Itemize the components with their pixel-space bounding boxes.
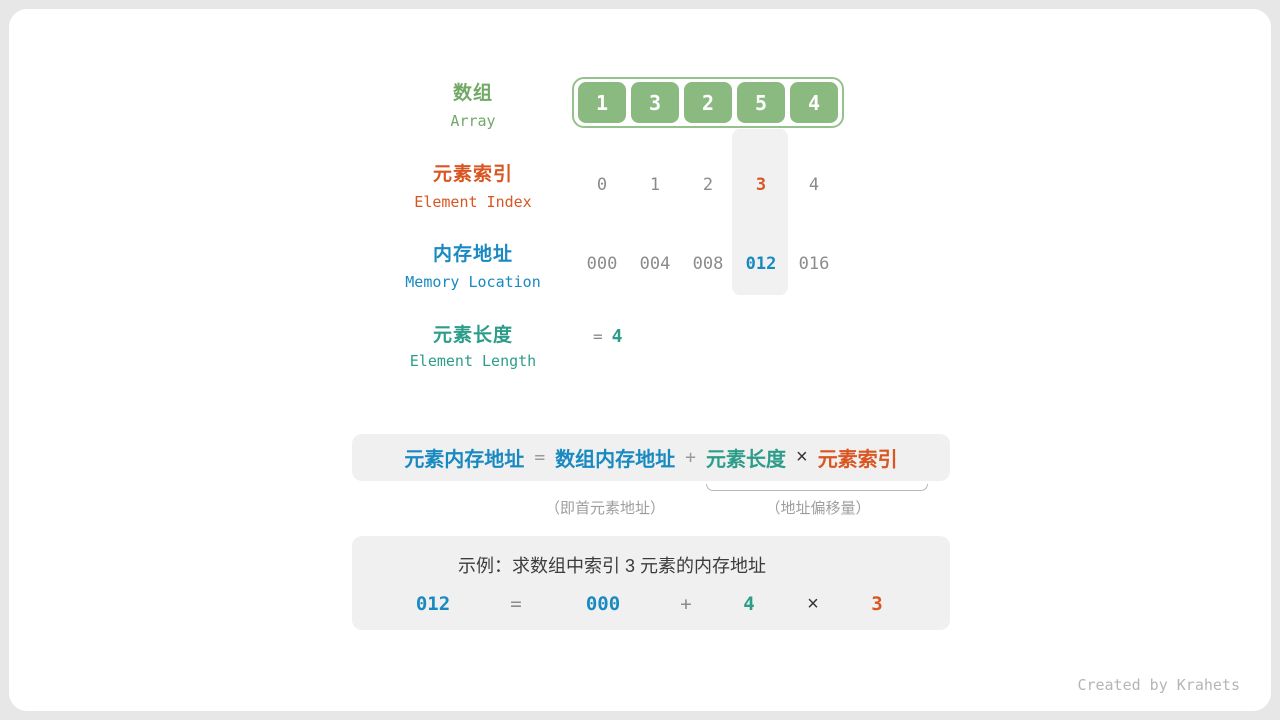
memory-value: 016 bbox=[798, 254, 830, 274]
index-value: 4 bbox=[808, 175, 820, 195]
annotation-base-address: （即首元素地址） bbox=[544, 500, 665, 517]
example-element-length: 4 bbox=[743, 593, 755, 615]
formula-box: 元素内存地址 = 数组内存地址 + 元素长度 × 元素索引 bbox=[352, 434, 950, 481]
array-cell: 1 bbox=[578, 82, 626, 123]
length-label-zh: 元素长度 bbox=[432, 325, 513, 346]
annotation-address-offset: （地址偏移量） bbox=[765, 500, 871, 517]
array-label-zh: 数组 bbox=[452, 83, 493, 104]
offset-underbrace bbox=[706, 484, 928, 491]
example-title: 示例：求数组中索引 3 元素的内存地址 bbox=[457, 556, 766, 576]
memory-value-highlighted: 012 bbox=[745, 254, 777, 274]
highlight-column bbox=[732, 129, 788, 295]
example-result: 012 bbox=[415, 593, 451, 615]
footer-credit: Created by Krahets bbox=[1077, 676, 1240, 694]
formula-element-index: 元素索引 bbox=[817, 449, 898, 471]
formula-result: 元素内存地址 bbox=[404, 449, 525, 471]
example-box bbox=[352, 536, 950, 630]
index-value: 0 bbox=[596, 175, 608, 195]
memory-value: 008 bbox=[692, 254, 724, 274]
array-cell: 5 bbox=[737, 82, 785, 123]
formula-base-address: 数组内存地址 bbox=[555, 449, 676, 471]
memory-label-zh: 内存地址 bbox=[432, 244, 513, 265]
formula-element-length: 元素长度 bbox=[706, 449, 786, 471]
array-cell: 3 bbox=[631, 82, 679, 123]
array-label-en: Array bbox=[450, 112, 496, 130]
index-label-en: Element Index bbox=[414, 193, 532, 211]
array-cell: 2 bbox=[684, 82, 732, 123]
example-base-address: 000 bbox=[585, 593, 621, 615]
example-times-sign: × bbox=[807, 593, 819, 615]
memory-value: 000 bbox=[586, 254, 618, 274]
example-plus-sign: + bbox=[680, 593, 692, 615]
example-element-index: 3 bbox=[871, 593, 883, 615]
example-equals-sign: = bbox=[510, 593, 522, 615]
length-label-en: Element Length bbox=[409, 352, 537, 370]
equals-sign: = bbox=[593, 327, 603, 346]
element-length-equation: = 4 bbox=[593, 326, 622, 347]
array-container: 1 3 2 5 4 bbox=[572, 77, 844, 128]
memory-value: 004 bbox=[639, 254, 671, 274]
memory-label-en: Memory Location bbox=[405, 273, 541, 291]
formula-times-sign: × bbox=[796, 446, 808, 468]
index-label-zh: 元素索引 bbox=[432, 164, 513, 185]
formula-equals-sign: = bbox=[534, 447, 546, 468]
index-value: 1 bbox=[649, 175, 661, 195]
index-value-highlighted: 3 bbox=[755, 175, 767, 195]
element-length-value: 4 bbox=[611, 326, 623, 347]
formula-plus-sign: + bbox=[685, 447, 696, 468]
array-cell: 4 bbox=[790, 82, 838, 123]
index-value: 2 bbox=[702, 175, 714, 195]
